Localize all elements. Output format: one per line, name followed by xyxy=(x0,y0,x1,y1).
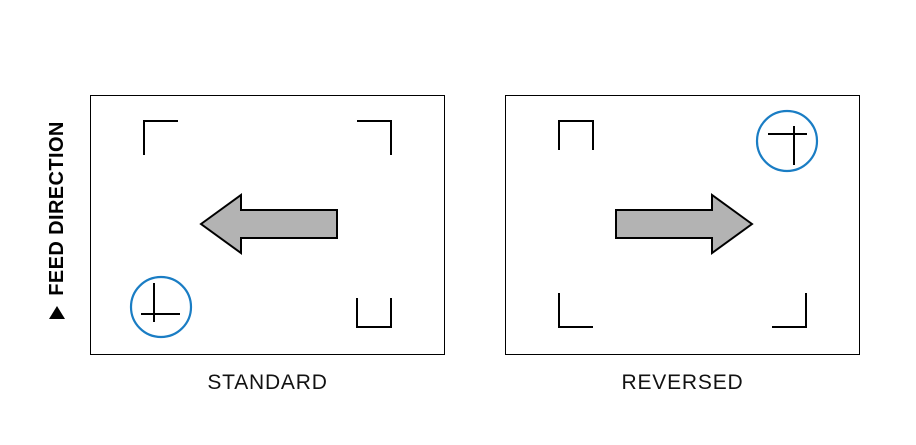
arrow-right-icon xyxy=(615,193,754,255)
feed-direction-label: FEED DIRECTION xyxy=(42,50,72,390)
standard-sheet xyxy=(90,95,445,355)
highlight-circle-registration-mark xyxy=(755,109,819,173)
arrow-left-icon xyxy=(199,193,338,255)
corner-bracket-top-right-icon xyxy=(357,120,392,155)
corner-bracket-bottom-right-icon xyxy=(772,293,807,328)
highlight-circle-icon xyxy=(755,109,819,173)
highlight-circle-registration-mark xyxy=(129,275,193,339)
reversed-sheet xyxy=(505,95,860,355)
corner-bracket-top-left-icon xyxy=(143,120,178,155)
feed-direction-text: FEED DIRECTION xyxy=(45,121,68,296)
u-bracket-open-bottom-icon xyxy=(558,120,594,150)
u-bracket-open-top-icon xyxy=(356,298,392,328)
registration-cross-icon xyxy=(768,126,807,165)
feed-direction-arrow-icon xyxy=(49,305,65,319)
corner-bracket-bottom-left-icon xyxy=(558,293,593,328)
registration-cross-icon xyxy=(141,283,180,322)
highlight-circle-icon xyxy=(129,275,193,339)
reversed-caption: REVERSED xyxy=(621,371,744,394)
standard-caption: STANDARD xyxy=(207,371,328,394)
